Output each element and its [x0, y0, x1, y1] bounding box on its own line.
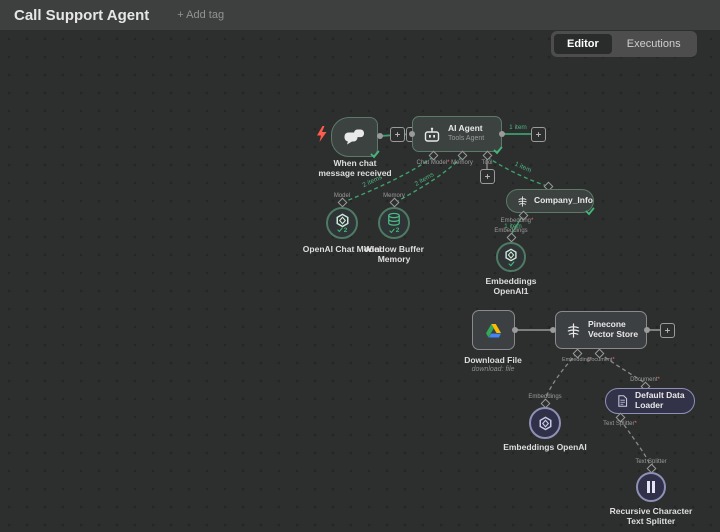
chat-model-connector[interactable]: [428, 150, 439, 161]
download-file-sublabel: download: file: [471, 366, 515, 373]
embeddings-openai1-label: Embeddings OpenAI1: [485, 276, 537, 297]
embeddings1-connector[interactable]: [506, 232, 517, 243]
openai-icon: [539, 416, 551, 430]
success-check-icon: [585, 207, 595, 215]
edge-items-count: 1 item: [509, 124, 527, 131]
pause-bars-icon: [647, 481, 655, 493]
document-connector-label: Document*: [630, 377, 660, 383]
success-check-icon: [493, 146, 503, 154]
ai-agent-input-endpoint[interactable]: [409, 131, 415, 137]
workflow-header: Call Support Agent + Add tag: [0, 0, 720, 30]
memory-subnode-connector-label: Memory: [383, 193, 405, 199]
tool-connector-label: Tool: [481, 160, 493, 166]
add-node-button[interactable]: [531, 127, 546, 142]
chat-bubbles-icon: [344, 129, 364, 145]
success-check-icon: [508, 260, 514, 266]
add-node-on-connection-button[interactable]: [390, 127, 405, 142]
success-check-icon: [389, 228, 395, 233]
success-check-icon: [337, 227, 343, 233]
download-file-label: Download File: [464, 355, 522, 365]
workflow-title: Call Support Agent: [14, 6, 150, 24]
plus-icon: [535, 131, 542, 138]
node-window-buffer-memory[interactable]: 2: [378, 207, 410, 239]
ai-agent-output-endpoint[interactable]: [499, 131, 505, 137]
embeddings-connector-label: Embeddings: [528, 394, 562, 400]
add-node-button[interactable]: [660, 323, 675, 338]
node-embeddings-openai1[interactable]: [496, 242, 526, 272]
document-icon: [618, 395, 628, 407]
edge-items-count: 1 item: [513, 160, 533, 175]
node-pinecone-vector-store[interactable]: Pinecone Vector Store: [555, 311, 647, 349]
node-embeddings-openai[interactable]: [529, 407, 561, 439]
pinecone-document-label: Document*: [587, 357, 615, 363]
splitter-connector-label: Text Splitter: [635, 459, 667, 465]
plus-icon: [394, 131, 401, 138]
tab-editor[interactable]: Editor: [554, 34, 612, 54]
workflow-canvas[interactable]: When chat message received AI Agent Tool…: [0, 30, 720, 532]
node-chat-trigger[interactable]: [331, 117, 380, 158]
add-tag-button[interactable]: + Add tag: [177, 9, 225, 21]
pinecone-icon: [567, 322, 580, 338]
memory-connector-label: Memory: [451, 160, 473, 166]
connection-edges: [343, 133, 660, 466]
run-counter: 2: [389, 227, 399, 234]
pinecone-embedding-label: Embedding*: [562, 357, 592, 363]
pinecone-title: Pinecone Vector Store: [588, 319, 639, 339]
plus-icon: [664, 327, 671, 334]
memory-subnode-connector[interactable]: [389, 197, 400, 208]
node-company-info[interactable]: Company_Info: [506, 189, 595, 215]
model-connector[interactable]: [337, 197, 348, 208]
chat-model-connector-label: Chat Model*: [416, 160, 450, 166]
embeddings1-connector-label: Embeddings: [494, 228, 528, 234]
download-file-output-endpoint[interactable]: [512, 327, 518, 333]
node-ai-agent[interactable]: AI Agent Tools Agent: [412, 116, 503, 154]
tab-executions[interactable]: Executions: [626, 38, 681, 50]
plus-icon: [484, 173, 491, 180]
trigger-lightning-icon[interactable]: [316, 126, 327, 142]
model-connector-label: Model: [333, 193, 351, 199]
embeddings-openai-label: Embeddings OpenAI: [503, 442, 587, 452]
company-info-title: Company_Info: [533, 195, 593, 206]
openai-icon: [336, 213, 348, 227]
robot-icon: [424, 126, 440, 142]
node-recursive-text-splitter[interactable]: [636, 472, 666, 502]
view-tabs: Editor Executions: [551, 31, 697, 57]
openai-chat-model-label: OpenAI Chat Model: [302, 244, 382, 254]
database-icon: [388, 212, 400, 226]
ai-agent-title: AI Agent: [448, 123, 483, 134]
openai-icon: [505, 248, 517, 261]
run-counter: 2: [337, 227, 347, 234]
pinecone-output-endpoint[interactable]: [644, 327, 650, 333]
trigger-node-label: When chat message received: [318, 158, 392, 179]
memory-connector[interactable]: [457, 150, 468, 161]
default-data-loader-title: Default Data Loader: [635, 390, 685, 410]
pinecone-icon: [518, 195, 527, 207]
pinecone-input-endpoint[interactable]: [550, 327, 556, 333]
add-tool-button[interactable]: [480, 169, 495, 184]
node-openai-chat-model[interactable]: 2: [326, 207, 358, 239]
window-buffer-memory-label: Window Buffer Memory: [364, 244, 424, 265]
node-default-data-loader[interactable]: Default Data Loader: [605, 388, 695, 414]
text-splitter-connector-label: Text Splitter*: [603, 421, 637, 427]
node-download-file[interactable]: [472, 310, 515, 350]
ai-agent-subtitle: Tools Agent: [448, 135, 485, 143]
tool-connector[interactable]: [482, 150, 493, 161]
edge-items-count: 1 item: [504, 223, 522, 230]
recursive-text-splitter-label: Recursive Character Text Splitter: [609, 506, 693, 527]
google-drive-icon: [486, 323, 501, 337]
edge-items-count: 2 items: [413, 171, 436, 188]
embedding-connector-label: Embedding*: [500, 218, 534, 224]
trigger-output-endpoint[interactable]: [377, 133, 383, 139]
